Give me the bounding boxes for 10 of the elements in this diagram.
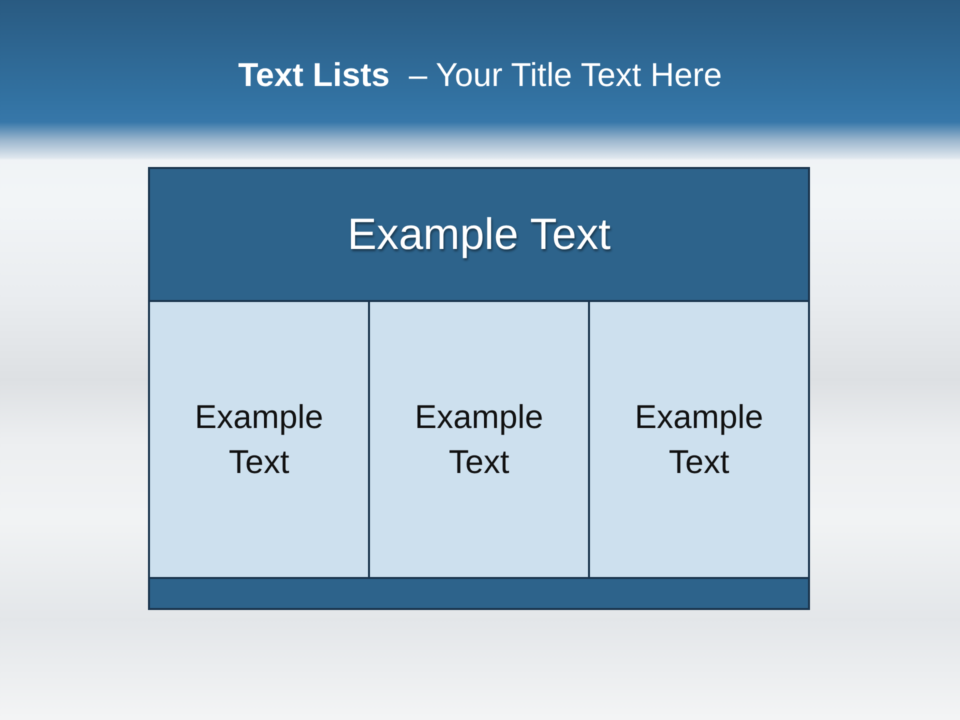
slide-title: Text Lists – Your Title Text Here — [238, 55, 722, 95]
footer-bar — [148, 577, 810, 610]
column-text: Example Text — [414, 396, 544, 482]
column-box — [148, 300, 370, 579]
column-text: Example Text — [634, 396, 764, 482]
header-box — [148, 167, 810, 302]
header-text: Example Text — [347, 210, 611, 260]
column-box — [368, 300, 590, 579]
column-text: Example Text — [194, 396, 324, 482]
column-box — [588, 300, 810, 579]
